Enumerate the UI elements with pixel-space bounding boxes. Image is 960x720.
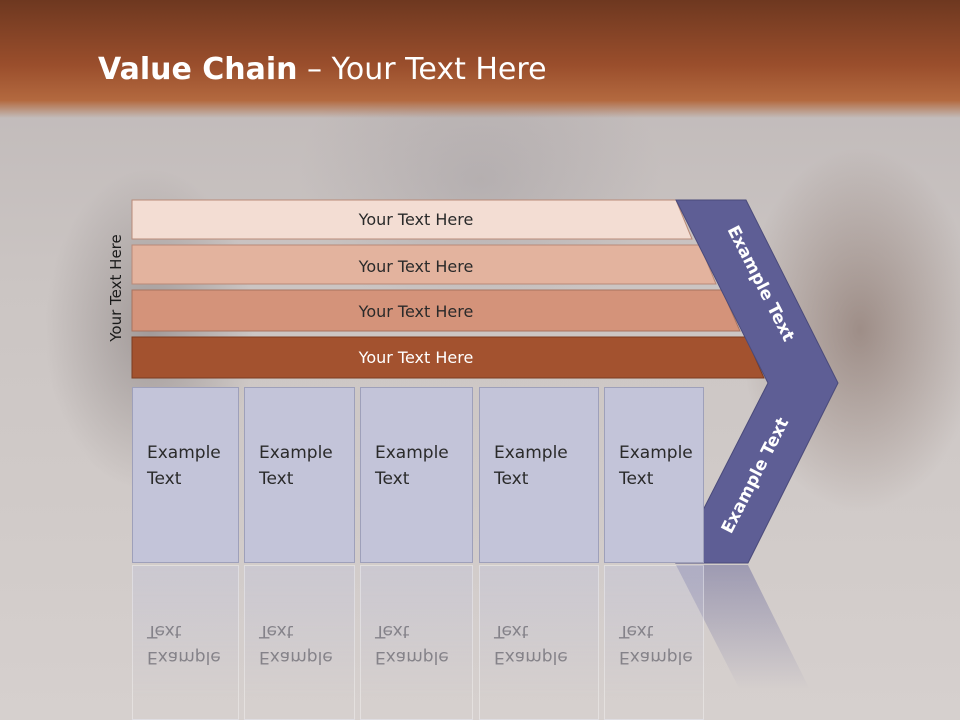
box-1-reflection-line1: Example [147, 647, 221, 667]
box-3-reflection-line1: Example [375, 647, 449, 667]
box-2-line1: Example [259, 443, 333, 463]
chevron-reflection [676, 565, 810, 690]
box-1-line1: Example [147, 443, 221, 463]
bar-2-label: Your Text Here [358, 257, 474, 276]
box-5-reflection: Example Text [604, 565, 704, 720]
box-3-line1: Example [375, 443, 449, 463]
box-3-reflection-line2: Text [375, 621, 410, 641]
title-rest: – Your Text Here [297, 52, 547, 87]
box-2-reflection-line2: Text [259, 621, 294, 641]
box-4-line2: Text [494, 469, 529, 489]
box-5-reflection-line1: Example [619, 647, 693, 667]
title-bold: Value Chain [98, 52, 298, 87]
box-1-reflection: Example Text [132, 565, 239, 720]
box-4-line1: Example [494, 443, 568, 463]
bar-4 [131, 336, 765, 379]
box-2-line2: Text [259, 469, 294, 489]
slide-title: Value Chain – Your Text Here [98, 52, 547, 87]
box-5-line2: Text [619, 469, 654, 489]
box-3-reflection: Example Text [360, 565, 473, 720]
bar-4-label: Your Text Here [358, 348, 474, 367]
box-5-reflection-line2: Text [619, 621, 654, 641]
chevron-arrow [675, 199, 839, 564]
bar-1 [131, 199, 693, 240]
box-5-line1: Example [619, 443, 693, 463]
box-2-reflection-line1: Example [259, 647, 333, 667]
bar-3 [131, 289, 741, 332]
bar-2 [131, 244, 717, 285]
bar-3-label: Your Text Here [358, 302, 474, 321]
box-1-line2: Text [147, 469, 182, 489]
box-4-reflection-line2: Text [494, 621, 529, 641]
bar-1-label: Your Text Here [358, 210, 474, 229]
box-3-line2: Text [375, 469, 410, 489]
box-1-reflection-line2: Text [147, 621, 182, 641]
header-band [0, 0, 960, 118]
box-2-reflection: Example Text [244, 565, 355, 720]
box-4-reflection: Example Text [479, 565, 599, 720]
box-4-reflection-line1: Example [494, 647, 568, 667]
